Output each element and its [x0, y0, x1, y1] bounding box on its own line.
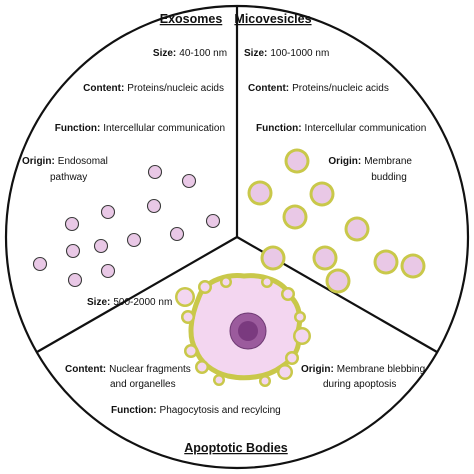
apoptotic-bleb-lumen [296, 313, 304, 321]
microvesicle-lumen [315, 248, 335, 268]
apoptotic-bleb-lumen [295, 329, 309, 343]
microvesicle-lumen [287, 151, 307, 171]
apoptotic-bleb-lumen [263, 278, 271, 286]
microvesicles-content: Content:Proteins/nucleic acids [248, 83, 389, 94]
microvesicle-vesicles [247, 148, 426, 294]
microvesicles-function: Function:Intercellular communication [256, 123, 426, 134]
exosome-vesicle [65, 243, 81, 259]
exosomes-content: Content:Proteins/nucleic acids [83, 83, 224, 94]
microvesicle-lumen [403, 256, 423, 276]
exosome-vesicles [32, 164, 221, 288]
exosomes-function: Function:Intercellular communication [55, 123, 225, 134]
microvesicle-lumen [250, 183, 270, 203]
microvesicles-origin: Origin:Membrane [328, 156, 412, 167]
apoptotic-content: Content:Nuclear fragments [65, 364, 191, 375]
apoptotic-origin-line2: during apoptosis [323, 379, 396, 390]
apoptotic-bleb-lumen [261, 377, 269, 385]
apoptotic-bleb-lumen [200, 282, 210, 292]
exosome-vesicle [100, 263, 116, 279]
apoptotic-bleb-lumen [283, 289, 293, 299]
microvesicle-lumen [347, 219, 367, 239]
exosome-vesicle [205, 213, 221, 229]
nucleus-core [238, 321, 258, 341]
divider-left [36, 236, 238, 353]
apoptotic-origin: Origin:Membrane blebbing [301, 364, 425, 375]
exosome-vesicle [126, 232, 142, 248]
apoptotic-size: Size:500-2000 nm [87, 297, 172, 308]
exosomes-size: Size:40-100 nm [153, 48, 227, 59]
exosome-vesicle [181, 173, 197, 189]
apoptotic-content-line2: and organelles [110, 379, 176, 390]
microvesicle-lumen [328, 271, 348, 291]
microvesicle-lumen [263, 248, 283, 268]
exosomes-origin: Origin:Endosomal [22, 156, 108, 167]
microvesicles-size: Size:100-1000 nm [244, 48, 329, 59]
microvesicle-lumen [376, 252, 396, 272]
apoptotic-bleb-lumen [197, 362, 207, 372]
apoptotic-bleb-lumen [222, 278, 230, 286]
apoptotic-bleb-lumen [215, 376, 223, 384]
microvesicle-lumen [312, 184, 332, 204]
exosome-vesicle [100, 204, 116, 220]
apoptotic-bleb-lumen [287, 353, 297, 363]
microvesicles-title: Micovesicles [234, 12, 311, 26]
exosome-vesicle [146, 198, 162, 214]
exosome-vesicle [93, 238, 109, 254]
apoptotic-cell [175, 273, 311, 387]
apoptotic-bleb-lumen [177, 289, 193, 305]
exosomes-title: Exosomes [160, 12, 223, 26]
apoptotic-bodies-title: Apoptotic Bodies [184, 441, 288, 455]
apoptotic-bleb-lumen [186, 346, 196, 356]
exosome-vesicle [67, 272, 83, 288]
apoptotic-bleb-lumen [183, 312, 193, 322]
apoptotic-bleb-lumen [279, 366, 291, 378]
exosome-vesicle [147, 164, 163, 180]
microvesicle-lumen [285, 207, 305, 227]
apoptotic-function: Function:Phagocytosis and recylcing [111, 405, 281, 416]
exosome-vesicle [64, 216, 80, 232]
exosomes-origin-line2: pathway [50, 172, 87, 183]
exosome-vesicle [169, 226, 185, 242]
exosome-vesicle [32, 256, 48, 272]
microvesicles-origin-line2: budding [371, 172, 407, 183]
